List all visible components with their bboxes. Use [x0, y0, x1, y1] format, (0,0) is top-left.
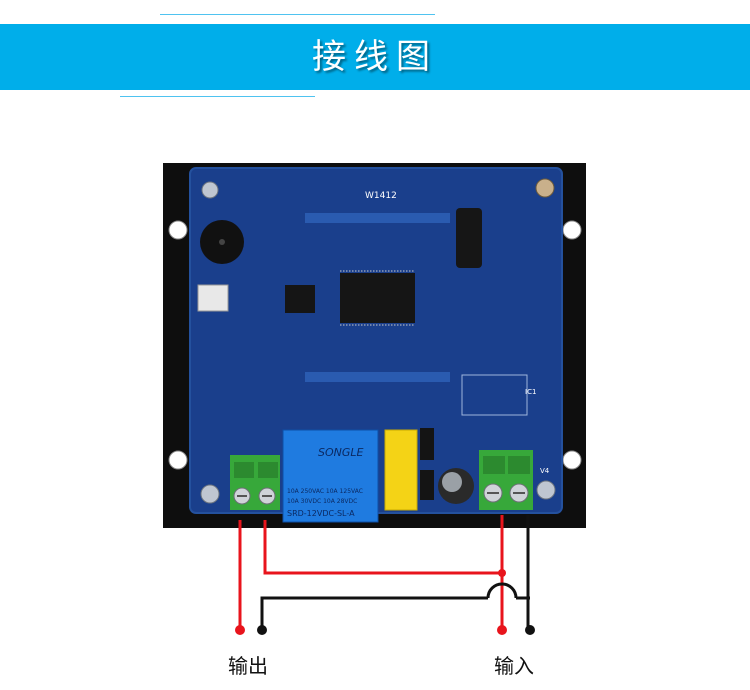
- output-terminal-red: [235, 625, 245, 635]
- board-model: W1412: [365, 191, 397, 201]
- jst-connector: [197, 284, 229, 312]
- relay: [282, 429, 379, 523]
- relay-rating-dc: 10A 30VDC 10A 28VDC: [287, 498, 357, 505]
- ic1-label: IC1: [525, 388, 536, 396]
- output-label: 输出: [228, 654, 268, 678]
- input-terminal-block: [479, 450, 533, 510]
- input-terminal-red: [497, 625, 507, 635]
- output-wire-black: [260, 596, 488, 628]
- v4-label: V4: [540, 467, 550, 475]
- relay-brand: SONGLE: [318, 446, 364, 459]
- capacitor-top: [456, 208, 482, 268]
- fuse: [420, 428, 434, 460]
- red-junction: [498, 569, 506, 577]
- input-label: 输入: [494, 654, 534, 678]
- main-chip: [340, 273, 415, 323]
- input-terminal-black: [525, 625, 535, 635]
- banner-deco-line: [160, 14, 435, 15]
- output-terminal-block: [230, 455, 280, 510]
- display-pin-header-top: [305, 213, 450, 223]
- banner-deco-line: [120, 96, 315, 97]
- ic1-outline: [461, 374, 528, 416]
- wire-crossover: [486, 582, 518, 599]
- screw-icon: [200, 178, 556, 504]
- output-terminal-black: [257, 625, 267, 635]
- eeprom-chip: [285, 285, 315, 313]
- mounting-holes: [168, 220, 582, 470]
- display-pin-header-bottom: [305, 372, 450, 382]
- relay-rating-ac: 10A 250VAC 10A 125VAC: [287, 488, 363, 495]
- title-banner: [0, 24, 750, 90]
- link-wire-red: [263, 520, 502, 575]
- banner-title: 接线图: [312, 37, 438, 77]
- safety-capacitor: [384, 429, 418, 511]
- relay-model: SRD-12VDC-SL-A: [287, 509, 355, 518]
